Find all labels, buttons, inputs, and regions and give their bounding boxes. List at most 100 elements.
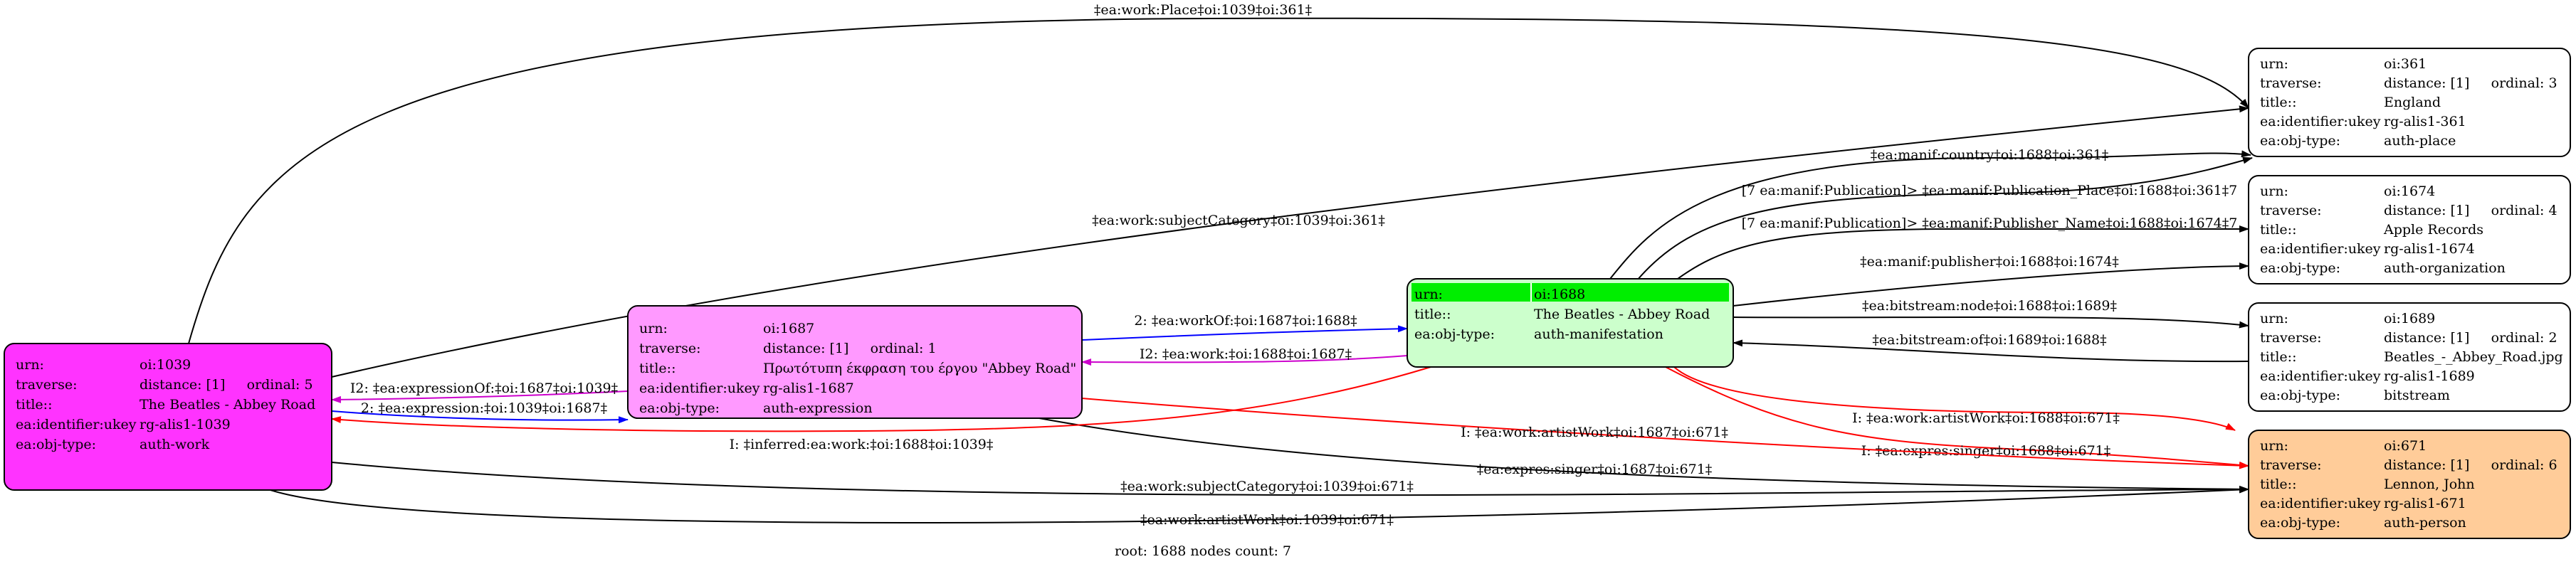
edge-label: I2: ‡ea:work:‡oi:1688‡oi:1687‡ (1140, 346, 1352, 362)
node-field-value: bitstream (2384, 388, 2450, 403)
edge: ‡ea:work:artistWork‡oi:1039‡oi:671‡ (270, 486, 2249, 528)
node-box (2248, 302, 2571, 412)
edge-label: ‡ea:work:subjectCategory‡oi:1039‡oi:361‡ (1092, 213, 1385, 228)
edge-line (188, 17, 2249, 344)
edge: ‡ea:expres:singer‡oi:1687‡oi:671‡ (1039, 417, 2249, 493)
node-field-key: traverse: (2260, 75, 2322, 91)
node-field-key: ea:obj-type: (639, 400, 720, 416)
edge-label: I2: ‡ea:expressionOf:‡oi:1687‡oi:1039‡ (350, 381, 618, 396)
edge-line (270, 486, 2249, 523)
node-field-value: oi:1687 (763, 321, 814, 336)
node-field-key: title:: (2260, 95, 2296, 110)
node-field-value: rg-alis1-1687 (763, 381, 854, 396)
edge-line (331, 462, 2249, 496)
node-field-key: title:: (2260, 477, 2296, 492)
edge: [7 ea:manif:Publication]> ‡ea:manif:Publ… (1636, 156, 2253, 281)
edge: [7 ea:manif:Publication]> ‡ea:manif:Publ… (1665, 216, 2249, 289)
edge: 2: ‡ea:workOf:‡oi:1687‡oi:1688‡ (1081, 313, 1408, 341)
node-field-key: ea:obj-type: (16, 437, 96, 452)
edge-label: I: ‡inferred:ea:work:‡oi:1688‡oi:1039‡ (730, 437, 994, 452)
edge-label: ‡ea:expres:singer‡oi:1687‡oi:671‡ (1477, 462, 1713, 477)
node-field-key: ea:obj-type: (2260, 515, 2340, 531)
edge-line (1733, 316, 2249, 329)
edge: I: ‡ea:work:artistWork‡oi:1687‡oi:671‡ (1081, 398, 2249, 469)
node-field-key: title:: (16, 397, 52, 413)
edge: ‡ea:work:subjectCategory‡oi:1039‡oi:361‡ (331, 105, 2249, 378)
edge-line (1733, 339, 2249, 363)
edge: ‡ea:bitstream:of‡oi:1689‡oi:1688‡ (1733, 332, 2249, 363)
node-field-key: traverse: (639, 341, 701, 356)
edge-label: 2: ‡ea:expression:‡oi:1039‡oi:1687‡ (361, 400, 607, 416)
node-field-value: distance: [1] ordinal: 4 (2384, 203, 2557, 218)
node-field-key: urn: (639, 321, 668, 336)
edge-line (1636, 156, 2253, 281)
node-field-key: traverse: (2260, 330, 2322, 346)
node-field-key: ea:identifier:ukey (2260, 114, 2381, 129)
node-field-key: ea:obj-type: (2260, 260, 2340, 276)
node-field-value: oi:1688 (1534, 287, 1585, 302)
edge: I: ‡ea:work:artistWork‡oi:1688‡oi:671‡ (1673, 366, 2236, 431)
node-field-value: Lennon, John (2384, 477, 2475, 492)
edge-label: I: ‡ea:work:artistWork‡oi:1688‡oi:671‡ (1852, 410, 2120, 426)
node-field-key: urn: (2260, 438, 2288, 454)
edge-label: 2: ‡ea:workOf:‡oi:1687‡oi:1688‡ (1134, 313, 1357, 329)
node-field-value: oi:671 (2384, 438, 2427, 454)
edge-line (331, 366, 1431, 432)
node-field-key: urn: (2260, 311, 2288, 326)
node-field-value: auth-expression (763, 400, 873, 416)
edge-label: I: ‡ea:expres:singer‡oi:1688‡oi:671‡ (1861, 443, 2111, 459)
edge-label: ‡ea:bitstream:node‡oi:1688‡oi:1689‡ (1862, 298, 2117, 314)
edge-label: I: ‡ea:work:artistWork‡oi:1687‡oi:671‡ (1461, 425, 1728, 440)
node-box (4, 343, 332, 491)
edge-line (1081, 355, 1408, 366)
node-field-key: ea:identifier:ukey (2260, 368, 2381, 384)
edges-layer: ‡ea:work:Place‡oi:1039‡oi:361‡‡ea:work:s… (188, 2, 2253, 528)
edge-label: ‡ea:manif:country‡oi:1688‡oi:361‡ (1871, 147, 2109, 163)
node-field-key: ea:identifier:ukey (2260, 496, 2381, 511)
edge-line (331, 390, 629, 403)
node-field-key: ea:obj-type: (2260, 388, 2340, 403)
edge: ‡ea:manif:country‡oi:1688‡oi:361‡ (1609, 147, 2251, 280)
node-field-value: The Beatles - Abbey Road (140, 397, 315, 413)
node-field-value: auth-place (2384, 133, 2456, 149)
edge: ‡ea:work:subjectCategory‡oi:1039‡oi:671‡ (331, 462, 2249, 496)
edge: I: ‡inferred:ea:work:‡oi:1688‡oi:1039‡ (331, 366, 1431, 452)
edge: I2: ‡ea:work:‡oi:1688‡oi:1687‡ (1081, 346, 1408, 366)
node-field-key: traverse: (2260, 457, 2322, 473)
edge-label: ‡ea:work:subjectCategory‡oi:1039‡oi:671‡ (1120, 479, 1414, 494)
edge-line (1673, 366, 2236, 431)
edge-line (1609, 150, 2251, 280)
node-field-key: ea:identifier:ukey (639, 381, 760, 396)
node-field-key: ea:obj-type: (2260, 133, 2340, 149)
edge-label: ‡ea:work:artistWork‡oi:1039‡oi:671‡ (1140, 512, 1394, 528)
node-field-value: oi:1689 (2384, 311, 2435, 326)
node-field-value: distance: [1] ordinal: 1 (763, 341, 937, 356)
edge-line (331, 410, 629, 424)
node-field-key: title:: (2260, 349, 2296, 365)
edge: ‡ea:manif:publisher‡oi:1688‡oi:1674‡ (1733, 254, 2249, 307)
node-field-key: title:: (2260, 222, 2296, 238)
node-field-value: auth-organization (2384, 260, 2506, 276)
edge-line (1081, 325, 1408, 341)
edge-label: ‡ea:bitstream:of‡oi:1689‡oi:1688‡ (1872, 332, 2106, 348)
node-field-value: Beatles_-_Abbey_Road.jpg (2384, 349, 2563, 365)
node-oi-1687[interactable]: urn: oi:1687 traverse: distance: [1] ordina… (627, 305, 1083, 419)
node-field-value: rg-alis1-1674 (2384, 241, 2475, 257)
edge: I: ‡ea:expres:singer‡oi:1688‡oi:671‡ (1665, 366, 2249, 469)
node-field-key: title:: (639, 361, 675, 376)
node-field-key: urn: (2260, 56, 2288, 72)
node-field-key: ea:obj-type: (1414, 326, 1495, 342)
node-box (2248, 48, 2571, 157)
node-field-key: traverse: (16, 377, 78, 393)
edge: 2: ‡ea:expression:‡oi:1039‡oi:1687‡ (331, 400, 629, 424)
edge-line (1665, 225, 2249, 289)
edge-line (1733, 262, 2249, 307)
